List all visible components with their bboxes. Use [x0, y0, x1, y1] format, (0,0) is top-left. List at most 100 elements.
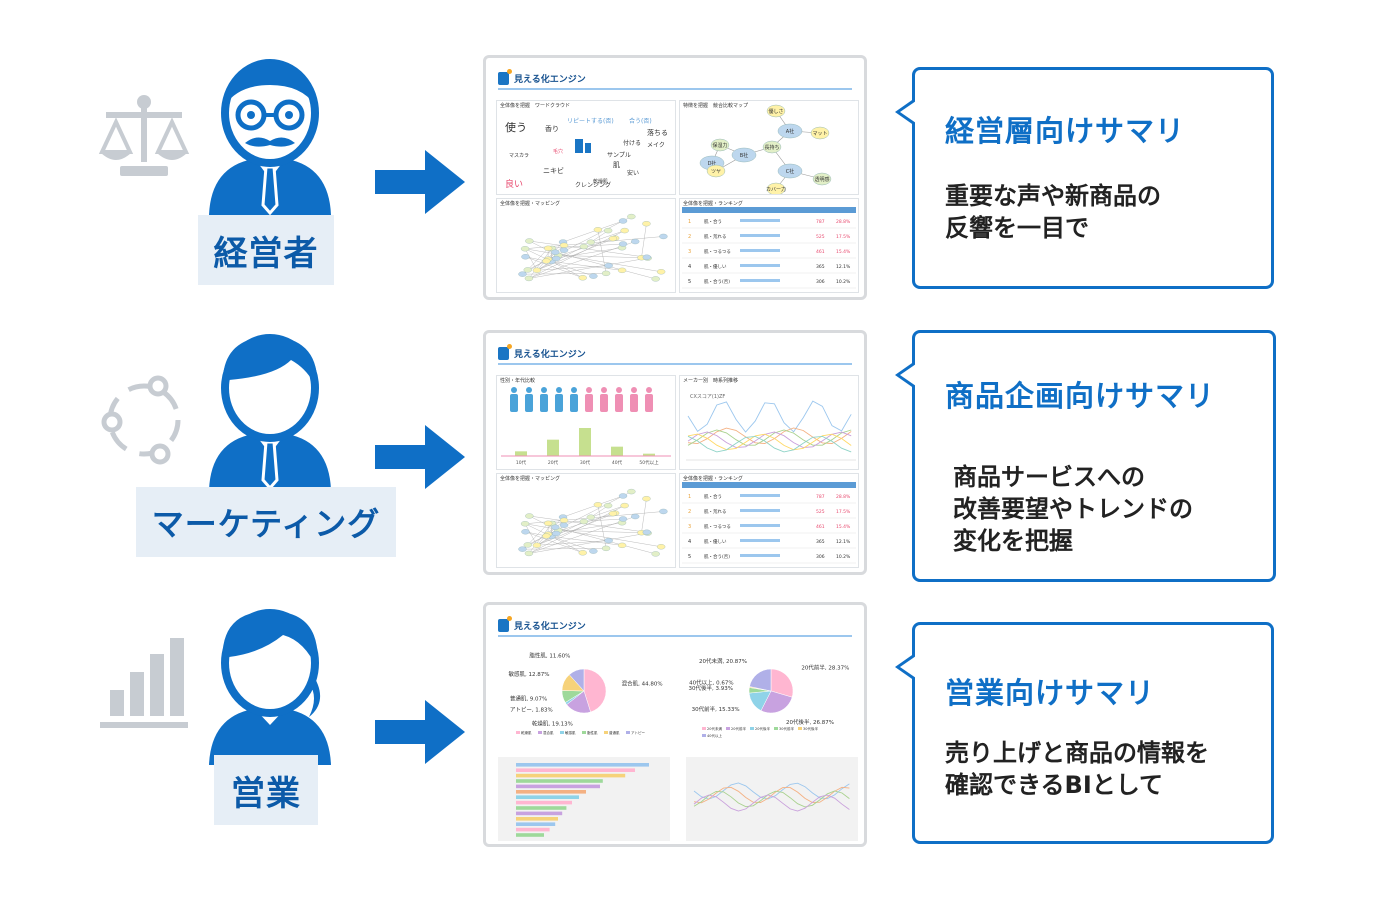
ranking-value: 525: [816, 509, 825, 515]
map-node: [559, 242, 569, 248]
map-node: [532, 267, 542, 273]
map-node: [559, 247, 569, 253]
map-edge: [551, 536, 583, 553]
series-line: [687, 433, 852, 451]
ranking-rank: 2: [688, 509, 691, 515]
person-figure: [631, 387, 637, 393]
legend-swatch: [516, 731, 520, 734]
person-figure: [525, 394, 533, 412]
map-edge: [536, 241, 564, 271]
legend-swatch: [702, 734, 706, 737]
ranking-sample: [740, 524, 780, 527]
map-node: [518, 271, 527, 277]
map-node: [559, 517, 569, 523]
series-line: [693, 786, 850, 804]
map-node: [601, 270, 611, 277]
bar: [516, 784, 600, 789]
pie-data-label: 30代前半, 15.33%: [692, 705, 740, 713]
legend-label: 20代前半: [731, 726, 746, 731]
map-edge: [528, 230, 625, 279]
person-figure: [570, 394, 578, 412]
ranking-pct: 17.5%: [836, 509, 851, 515]
ranking-pct: 28.8%: [836, 219, 851, 225]
bubble-title: 営業向けサマリ: [945, 676, 1156, 710]
map-node: [524, 275, 534, 282]
panel-word-cloud: 全体像を把握 ワードクラウド 使う香りリピートする(否)合う(否)落ちる付けるサ…: [496, 100, 676, 195]
ranking-rank: 3: [688, 524, 691, 530]
panel-title: 性別・年代比較: [500, 378, 536, 384]
map-node: [618, 241, 628, 247]
map-node: [642, 496, 651, 502]
product-icon: [585, 143, 591, 153]
pie-data-label: 30代後半, 3.93%: [689, 684, 733, 692]
map-edge: [522, 273, 607, 275]
legend-label: 脂性肌: [587, 730, 598, 735]
legend-swatch: [702, 727, 706, 730]
bar: [516, 768, 635, 772]
ranking-pct: 12.1%: [836, 539, 851, 545]
word-cloud-term: 乾燥肌: [593, 178, 608, 185]
map-node: [525, 238, 534, 244]
map-node: [631, 513, 640, 520]
map-node-label: 保湿力: [712, 142, 727, 149]
panel-title: 特徴を把握 競合比較マップ: [683, 103, 749, 109]
map-node: [552, 255, 561, 262]
map-node: [524, 550, 534, 557]
legend-label: 乾燥肌: [521, 730, 532, 735]
map-node: [810, 126, 830, 140]
pie-data-label: 混合肌, 44.80%: [622, 680, 663, 688]
arrow-right-icon: [375, 425, 465, 489]
bubble-body: 売り上げと商品の情報を 確認できるBIとして: [945, 739, 1209, 799]
legend-label: 普通肌: [609, 730, 620, 735]
ranking-sample: [740, 234, 780, 237]
ranking-value: 461: [816, 524, 825, 530]
ranking-term: 肌・つるつる: [704, 249, 731, 255]
ranking-term: 肌・つるつる: [704, 524, 731, 530]
pie-data-label: 脂性肌, 11.60%: [529, 651, 570, 659]
ranking-value: 525: [816, 234, 825, 240]
bar-chart-icon: [100, 638, 188, 728]
person-figure: [645, 394, 653, 412]
ranking-pct: 12.1%: [836, 264, 851, 270]
role-label: 営業: [214, 755, 318, 825]
ranking-rank: 5: [688, 554, 691, 560]
map-edge: [528, 257, 648, 279]
map-edge: [528, 241, 636, 279]
person-figure: [586, 387, 592, 393]
map-node: [812, 172, 832, 186]
map-node: [659, 233, 668, 240]
map-edge: [525, 523, 662, 547]
ranking-pct: 15.4%: [836, 249, 851, 255]
ranking-value: 787: [816, 494, 825, 500]
legend-swatch: [626, 731, 630, 734]
bar: [516, 806, 567, 810]
arrow-right-icon: [375, 150, 465, 214]
map-node: [604, 537, 613, 544]
legend-swatch: [604, 731, 608, 734]
word-cloud-term: ニキビ: [543, 166, 564, 175]
person-figure: [600, 394, 608, 412]
legend-swatch: [798, 727, 802, 730]
app-logo-text: 見える化エンジン: [514, 621, 586, 632]
map-node-label: A社: [786, 128, 794, 135]
map-node: [578, 275, 587, 281]
map-edge: [524, 523, 538, 546]
ranking-sample: [740, 539, 780, 542]
map-node: [651, 551, 660, 557]
panel-title: 全体像を把握・マッピング: [500, 201, 561, 207]
map-node: [617, 542, 627, 548]
ranking-term: 肌・荒れる: [704, 233, 727, 240]
panel-mapping: 全体像を把握・マッピング: [496, 473, 676, 568]
pie-data-label: 20代前半, 28.37%: [801, 663, 849, 671]
app-logo-icon: [498, 615, 512, 632]
ranking-sample: [740, 249, 780, 252]
map-node: [620, 502, 629, 509]
age-axis-label: 10代: [516, 459, 527, 466]
map-node: [579, 243, 589, 250]
pie-data-label: 20代後半, 26.87%: [786, 718, 834, 726]
person-figure: [616, 387, 622, 393]
age-axis-label: 30代: [580, 459, 591, 466]
legend-label: 30代前半: [779, 726, 794, 731]
